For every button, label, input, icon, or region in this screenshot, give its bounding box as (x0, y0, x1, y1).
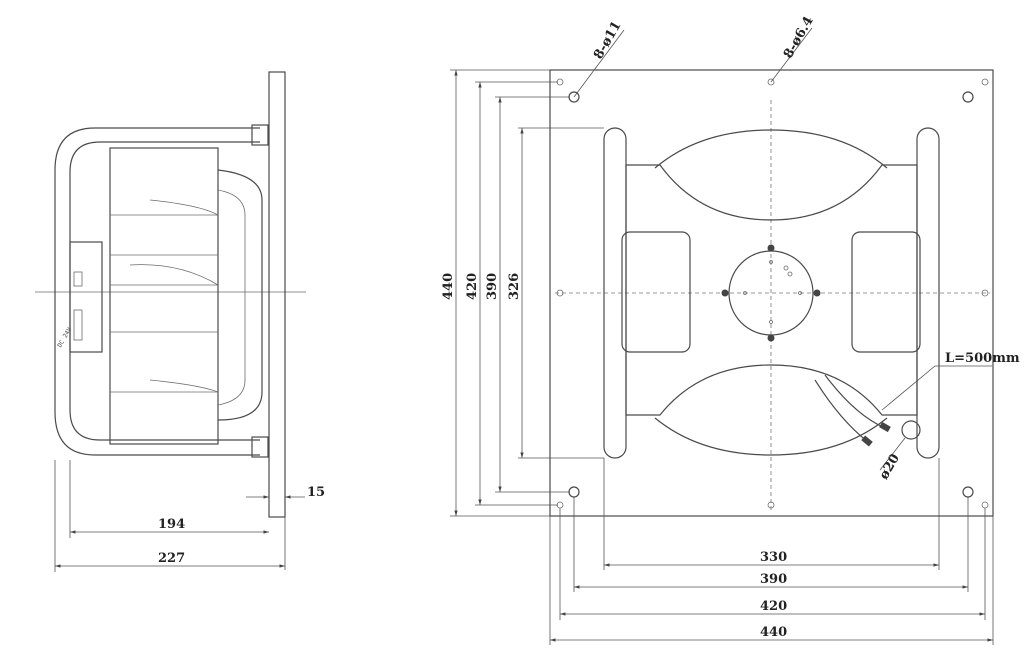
impeller-arc-top (654, 129, 888, 169)
hub-hole-bottom (767, 334, 775, 342)
hole-large-br (962, 486, 974, 498)
bracket-top (251, 124, 269, 146)
bracket-bottom (251, 436, 269, 458)
front-dimensions: 8-ø11 8-ø6.4 L=500mm ø20 330 390 420 440 (441, 14, 1020, 645)
hole-small-6 (767, 501, 775, 509)
pad-right (851, 231, 921, 353)
dim-body: 194 (158, 517, 185, 532)
vdim-4: 326 (507, 273, 522, 300)
dim-flange: 15 (307, 485, 325, 500)
vdim-1: 440 (441, 273, 456, 300)
callout-holes-large: 8-ø11 (591, 19, 625, 62)
side-label-text: DC 24V (56, 326, 73, 349)
hub-hole-right (813, 289, 821, 297)
connector-box (73, 271, 83, 287)
motor-hub (69, 241, 103, 353)
hdim-2: 390 (760, 572, 787, 587)
hole-large-bl (568, 486, 580, 498)
hub-hole-top (767, 244, 775, 252)
frame-inner-tube (69, 141, 260, 441)
vdim-3: 390 (485, 273, 500, 300)
frame-outer-tube (54, 127, 260, 456)
callout-cable: L=500mm (945, 351, 1020, 366)
hdim-4: 440 (760, 625, 787, 640)
dim-overall: 227 (158, 551, 185, 566)
hole-large-tr (962, 91, 974, 103)
callout-holes-small: 8-ø6.4 (781, 14, 817, 61)
side-view: DC 24V (35, 71, 306, 518)
front-view (549, 69, 994, 517)
connector-box-2 (73, 309, 83, 341)
hdim-1: 330 (760, 550, 787, 565)
hole-small-5 (767, 78, 775, 86)
hdim-3: 420 (760, 599, 787, 614)
callout-cable-hole: ø20 (877, 452, 903, 483)
side-dimensions: 15 194 227 (54, 460, 325, 572)
side-mounting-plate (268, 71, 286, 518)
vdim-2: 420 (465, 273, 480, 300)
cable-1 (814, 379, 869, 443)
hole-small-7 (556, 289, 564, 297)
impeller-arc-bottom (654, 417, 888, 456)
hole-small-4 (981, 501, 989, 509)
pad-left (621, 231, 691, 353)
inlet-ring (217, 169, 263, 421)
cable-hole (901, 420, 921, 440)
cable-2 (824, 374, 886, 429)
hole-small-2 (981, 78, 989, 86)
impeller-body (109, 147, 219, 445)
cross-frame (625, 164, 918, 416)
front-mounting-plate (549, 69, 994, 517)
hub-hole-left (721, 289, 729, 297)
hole-small-8 (981, 289, 989, 297)
